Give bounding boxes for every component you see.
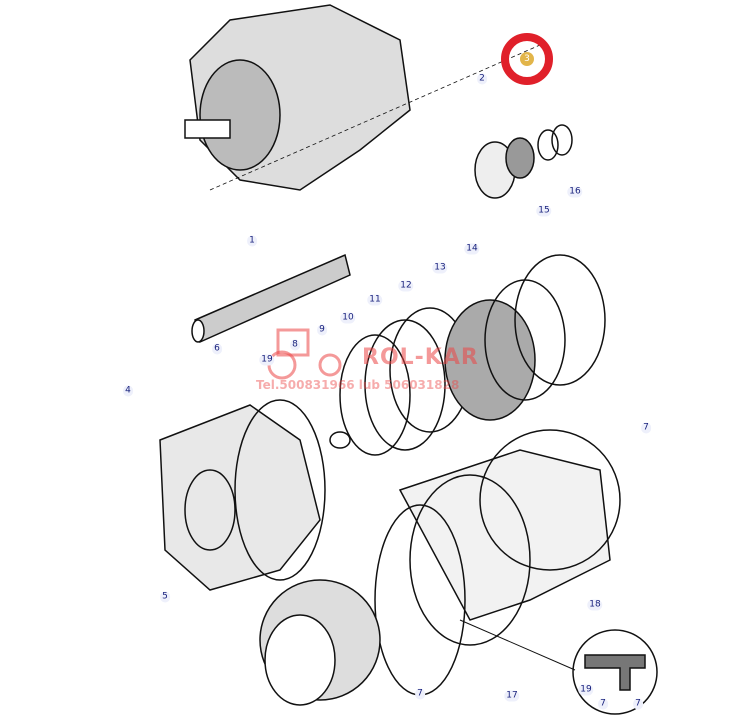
part-label-19[interactable]: 19 [259, 354, 275, 366]
part-label-1[interactable]: 1 [247, 235, 257, 247]
part-label-17[interactable]: 17 [504, 690, 520, 702]
detail-inset [572, 629, 658, 715]
transmission-assembly [184, 4, 411, 191]
part-label-11[interactable]: 11 [367, 294, 383, 306]
ring-part-11 [364, 319, 446, 451]
hub-part-2 [474, 124, 573, 199]
watermark-tractor-logo [267, 328, 342, 380]
drum [259, 579, 381, 706]
part-label-2[interactable]: 2 [477, 73, 487, 85]
part-label-7[interactable]: 7 [598, 698, 608, 710]
watermark-brand: ROL-KAR [362, 345, 479, 370]
part-label-14[interactable]: 14 [464, 243, 480, 255]
part-label-6[interactable]: 6 [212, 343, 222, 355]
highlight-ring [501, 33, 553, 85]
part-label-18[interactable]: 18 [587, 599, 603, 611]
washer-part-9 [329, 431, 351, 449]
part-label-7[interactable]: 7 [633, 698, 643, 710]
part-label-13[interactable]: 13 [432, 262, 448, 274]
part-label-8[interactable]: 8 [290, 339, 300, 351]
part-label-4[interactable]: 4 [123, 385, 133, 397]
part-label-12[interactable]: 12 [398, 280, 414, 292]
part-label-3-badge[interactable]: 3 [520, 52, 534, 66]
part-label-5[interactable]: 5 [160, 591, 170, 603]
housing-part-5 [159, 399, 326, 591]
o-ring-part-7 [374, 504, 466, 696]
part-label-19[interactable]: 19 [578, 684, 594, 696]
part-label-7[interactable]: 7 [415, 688, 425, 700]
plate-part-15 [514, 254, 606, 386]
shaft-part-1 [191, 253, 351, 344]
watermark-phone: Tel.500831966 lub 506031828 [256, 378, 460, 392]
part-label-16[interactable]: 16 [567, 186, 583, 198]
housing-part-7 [398, 429, 621, 646]
part-label-7[interactable]: 7 [641, 422, 651, 434]
part-label-15[interactable]: 15 [536, 205, 552, 217]
disc-part-13 [444, 299, 536, 421]
part-label-10[interactable]: 10 [340, 312, 356, 324]
ring-part-10 [339, 334, 411, 456]
part-label-9[interactable]: 9 [317, 324, 327, 336]
